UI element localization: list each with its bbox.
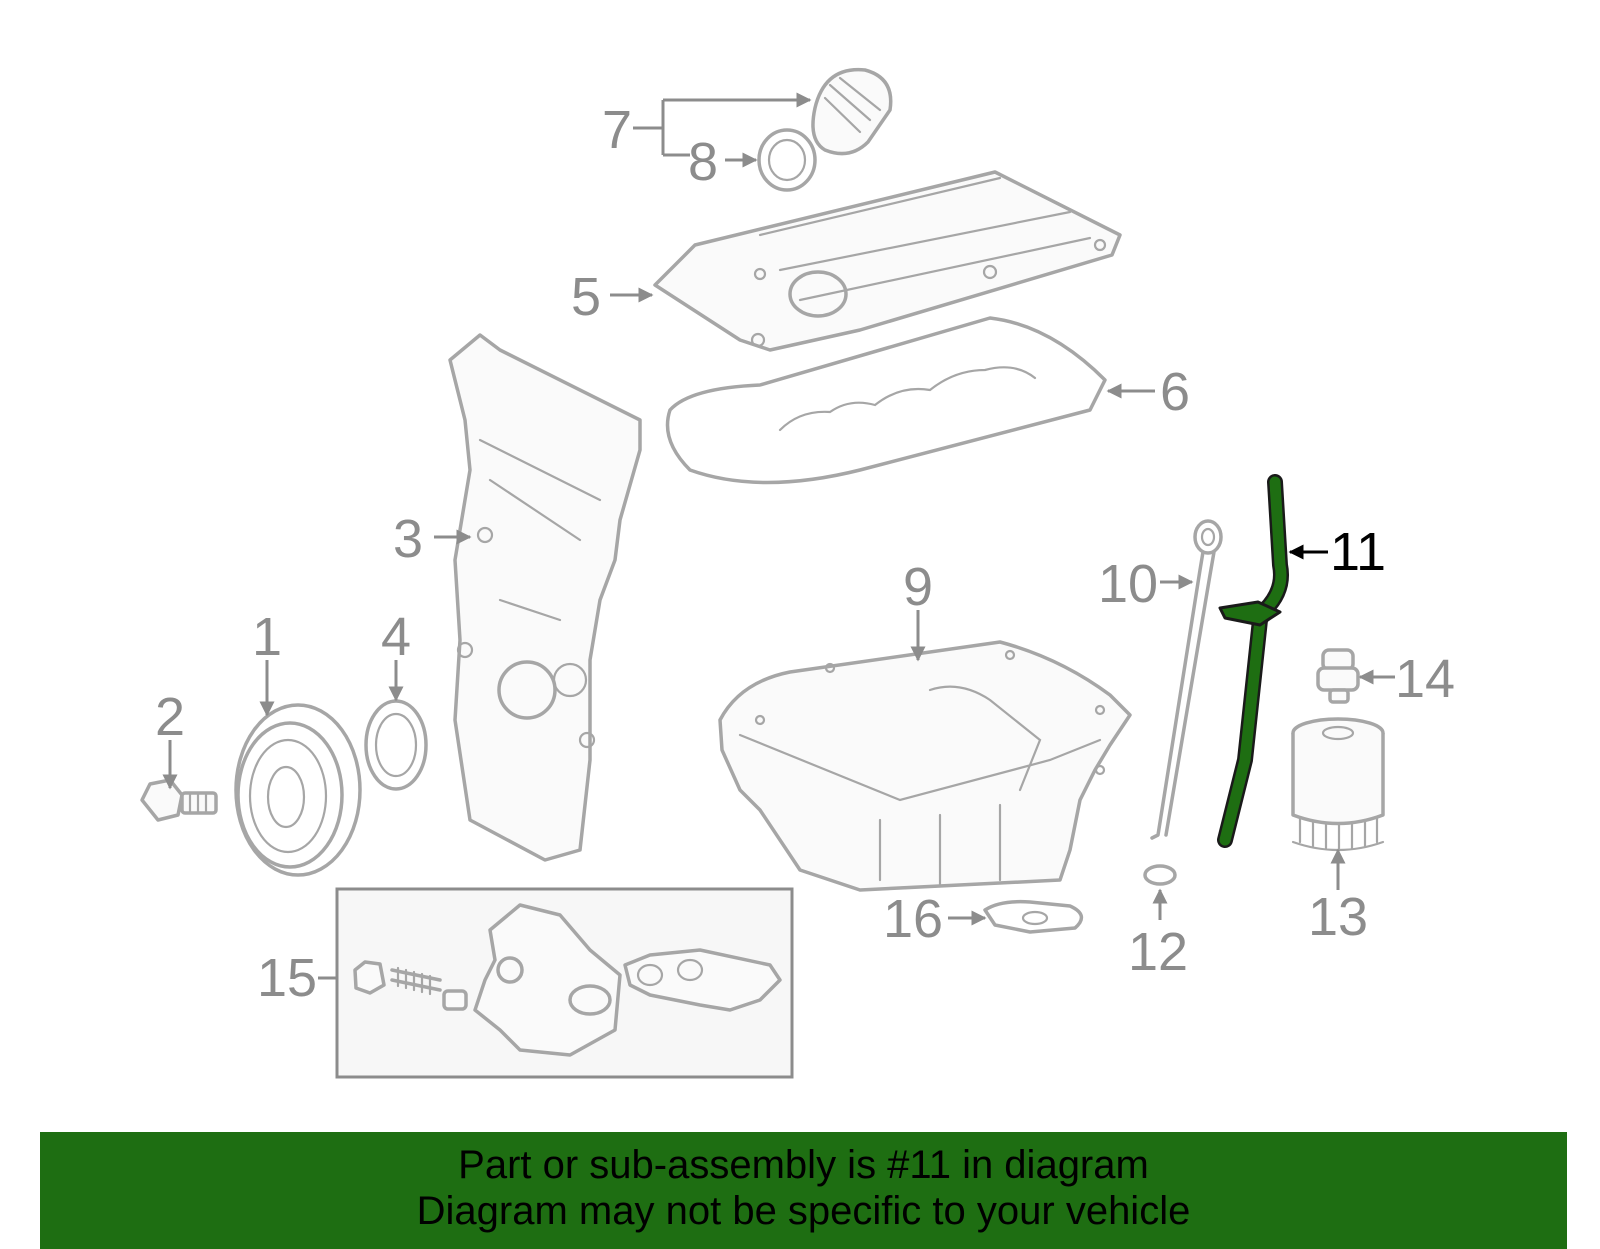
dipstick-o-ring[interactable] — [1143, 864, 1177, 886]
crankshaft-oil-seal[interactable] — [364, 699, 428, 791]
leader-lines — [162, 100, 1395, 980]
oil-pump-assembly[interactable] — [335, 887, 794, 1079]
timing-chain-cover[interactable] — [448, 333, 642, 862]
callout-9[interactable]: 9 — [903, 557, 933, 617]
callout-5[interactable]: 5 — [571, 267, 601, 327]
banner-line-part: Part or sub-assembly is #11 in diagram — [458, 1143, 1149, 1187]
crankshaft-pulley[interactable] — [234, 703, 362, 877]
callout-7[interactable]: 7 — [602, 100, 632, 160]
callout-1[interactable]: 1 — [252, 607, 282, 667]
callout-2[interactable]: 2 — [155, 687, 185, 747]
cover-gasket[interactable] — [665, 316, 1107, 485]
strainer-gasket[interactable] — [983, 899, 1084, 934]
dipstick-guide[interactable] — [1217, 474, 1289, 848]
oil-filter-union[interactable] — [1316, 648, 1360, 704]
callout-14[interactable]: 14 — [1395, 649, 1455, 709]
cylinder-head-cover[interactable] — [653, 170, 1122, 352]
oil-dipstick[interactable] — [1150, 519, 1223, 840]
callout-3[interactable]: 3 — [393, 509, 423, 569]
callout-6[interactable]: 6 — [1160, 362, 1190, 422]
oil-filler-cap[interactable] — [811, 67, 893, 156]
oil-filter[interactable] — [1291, 717, 1385, 852]
callout-12[interactable]: 12 — [1128, 922, 1188, 982]
callout-15[interactable]: 15 — [257, 948, 317, 1008]
info-banner: Part or sub-assembly is #11 in diagram D… — [40, 1132, 1567, 1249]
callout-8[interactable]: 8 — [688, 132, 718, 192]
callout-4[interactable]: 4 — [381, 607, 411, 667]
callout-16[interactable]: 16 — [883, 889, 943, 949]
callout-13[interactable]: 13 — [1308, 887, 1368, 947]
callout-10[interactable]: 10 — [1098, 554, 1158, 614]
seal-ring[interactable] — [757, 128, 817, 192]
callout-labels: 7 8 5 6 3 1 4 2 9 10 11 14 13 12 16 15 — [155, 100, 1455, 1008]
pulley-bolt[interactable] — [140, 778, 218, 822]
oil-pan[interactable] — [718, 640, 1132, 892]
callout-11[interactable]: 11 — [1330, 522, 1386, 582]
banner-line-disclaimer: Diagram may not be specific to your vehi… — [416, 1189, 1191, 1233]
